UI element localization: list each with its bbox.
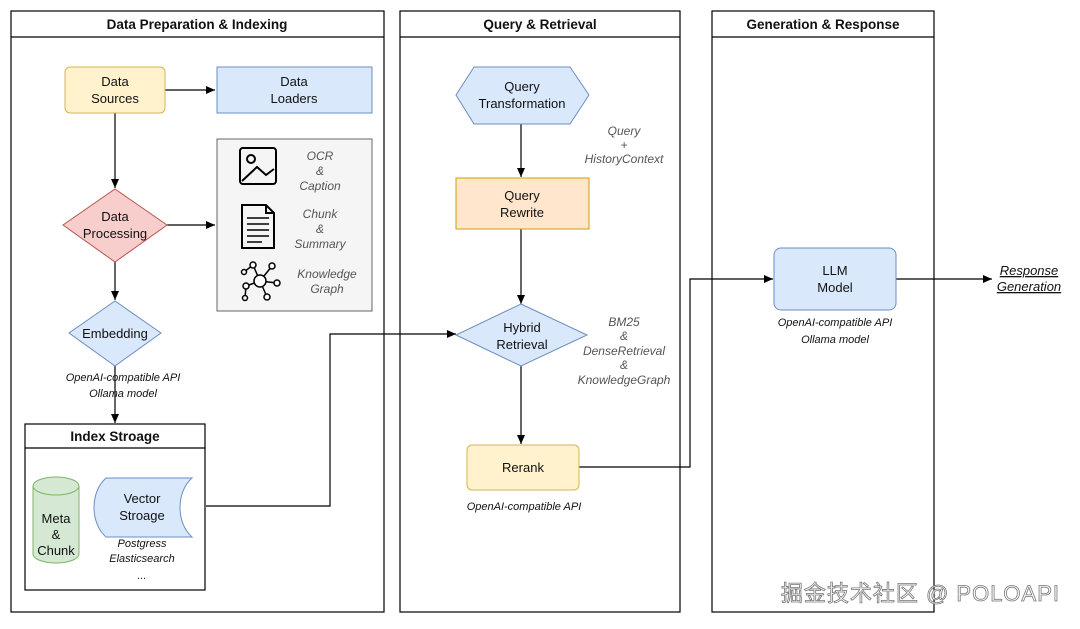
svg-text:Transformation: Transformation xyxy=(479,96,566,111)
svg-text:&: & xyxy=(620,329,628,343)
svg-text:Rewrite: Rewrite xyxy=(500,205,544,220)
svg-text:LLM: LLM xyxy=(822,263,847,278)
svg-text:Chunk: Chunk xyxy=(37,543,75,558)
svg-text:KnowledgeGraph: KnowledgeGraph xyxy=(578,373,671,387)
node-data-sources: Data Sources xyxy=(64,66,166,114)
svg-text:&: & xyxy=(316,164,324,178)
svg-text:&: & xyxy=(316,222,324,236)
panel-generation-response: Generation & Response xyxy=(711,10,935,613)
node-data-loaders: Data Loaders xyxy=(216,66,373,114)
svg-text:Chunk: Chunk xyxy=(303,207,339,221)
svg-text:Index Stroage: Index Stroage xyxy=(70,429,160,444)
node-query-rewrite: Query Rewrite xyxy=(455,177,590,230)
svg-text:Processing: Processing xyxy=(83,226,147,241)
svg-text:Ollama model: Ollama model xyxy=(801,334,869,346)
svg-text:OpenAI-compatible API: OpenAI-compatible API xyxy=(778,317,893,329)
svg-text:Data: Data xyxy=(101,209,129,224)
node-data-processing: Data Processing xyxy=(62,188,168,263)
node-query-transformation: Query Transformation xyxy=(455,66,590,125)
node-hybrid-retrieval: Hybrid Retrieval xyxy=(454,303,589,367)
svg-text:DenseRetrieval: DenseRetrieval xyxy=(583,344,665,358)
svg-text:Query: Query xyxy=(504,188,540,203)
svg-text:HistoryContext: HistoryContext xyxy=(585,152,664,166)
knowledge-graph-label: Knowledge Graph xyxy=(297,267,357,296)
svg-text:Sources: Sources xyxy=(91,91,139,106)
llm-note: OpenAI-compatible API Ollama model xyxy=(778,317,893,346)
vector-storage-note: Postgress Elasticsearch ... xyxy=(109,538,174,582)
panel-query-retrieval: Query & Retrieval xyxy=(399,10,681,613)
svg-text:BM25: BM25 xyxy=(608,315,640,329)
svg-text:Elasticsearch: Elasticsearch xyxy=(109,553,174,565)
svg-text:OpenAI-compatible API: OpenAI-compatible API xyxy=(66,372,181,384)
history-context-note: Query + HistoryContext xyxy=(585,124,664,166)
svg-text:Vector: Vector xyxy=(124,491,162,506)
svg-text:Stroage: Stroage xyxy=(119,508,165,523)
svg-text:Caption: Caption xyxy=(299,179,341,193)
svg-text:Rerank: Rerank xyxy=(502,460,544,475)
svg-text:Query: Query xyxy=(504,79,540,94)
svg-text:Postgress: Postgress xyxy=(118,538,167,550)
rerank-note: OpenAI-compatible API xyxy=(467,501,582,513)
edge-rerank-llm xyxy=(579,275,773,468)
svg-text:Model: Model xyxy=(817,280,853,295)
node-llm-model: LLM Model xyxy=(773,247,897,311)
svg-text:Query: Query xyxy=(608,124,642,138)
svg-text:Generation: Generation xyxy=(997,279,1061,294)
svg-text:...: ... xyxy=(137,570,146,582)
svg-text:Summary: Summary xyxy=(294,237,346,251)
processing-details-box: OCR & Caption Chunk & Summary xyxy=(216,138,373,312)
svg-text:Graph: Graph xyxy=(310,282,344,296)
svg-text:&: & xyxy=(52,527,61,542)
svg-text:Data: Data xyxy=(101,74,129,89)
svg-text:+: + xyxy=(620,138,627,152)
embedding-note: OpenAI-compatible API Ollama model xyxy=(66,372,181,400)
svg-text:Knowledge: Knowledge xyxy=(297,267,357,281)
panel-title-gen: Generation & Response xyxy=(746,17,900,32)
svg-text:&: & xyxy=(620,358,628,372)
svg-text:Meta: Meta xyxy=(42,511,72,526)
svg-text:Hybrid: Hybrid xyxy=(503,320,541,335)
retrieval-methods-note: BM25 & DenseRetrieval & KnowledgeGraph xyxy=(578,315,671,387)
connectors xyxy=(111,86,992,507)
chunk-summary-label: Chunk & Summary xyxy=(294,207,346,251)
node-vector-storage: Vector Stroage xyxy=(93,477,194,538)
svg-text:Ollama model: Ollama model xyxy=(89,388,157,400)
panel-title-prep: Data Preparation & Indexing xyxy=(107,17,288,32)
svg-text:Loaders: Loaders xyxy=(271,91,318,106)
edge-vector-hybrid xyxy=(206,330,456,507)
panel-title-query: Query & Retrieval xyxy=(483,17,596,32)
svg-text:Data: Data xyxy=(280,74,308,89)
response-generation-output: Response Generation xyxy=(997,263,1061,294)
image-icon xyxy=(239,147,277,185)
svg-text:Response: Response xyxy=(1000,263,1059,278)
node-embedding: Embedding xyxy=(68,300,162,367)
document-icon xyxy=(241,204,275,249)
ocr-caption-label: OCR & Caption xyxy=(299,149,341,193)
node-rerank: Rerank xyxy=(466,444,580,491)
svg-text:OCR: OCR xyxy=(307,149,334,163)
knowledge-graph-icon xyxy=(240,261,281,302)
watermark-text: 掘金技术社区 @ POLOAPI xyxy=(781,581,1060,606)
svg-text:Retrieval: Retrieval xyxy=(496,337,547,352)
svg-text:Embedding: Embedding xyxy=(82,326,148,341)
node-meta-chunk-database: Meta & Chunk xyxy=(32,476,80,564)
